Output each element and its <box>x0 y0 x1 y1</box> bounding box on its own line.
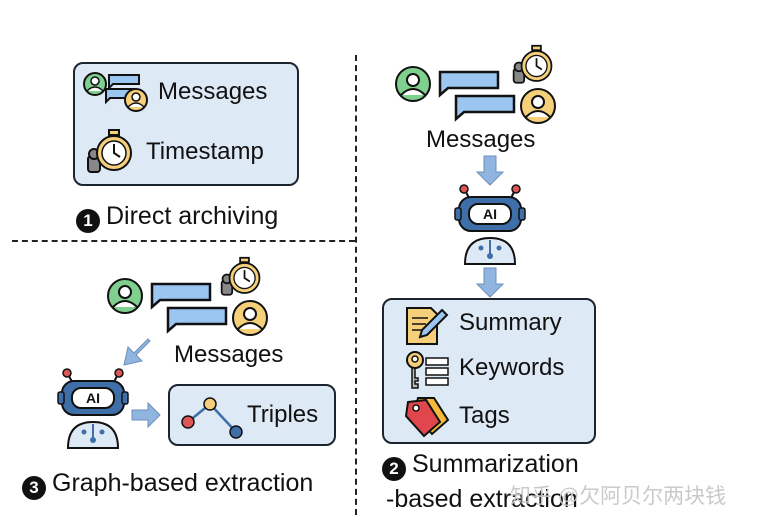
messages-icon <box>107 278 268 336</box>
chat-bubbles-icon <box>438 70 516 122</box>
watermark: 知乎 @欠阿贝尔两块钱 <box>510 485 727 508</box>
svg-text:AI: AI <box>483 206 497 222</box>
svg-text:AI: AI <box>86 390 100 406</box>
ai-robot-icon: AI <box>454 184 526 265</box>
messages-label: Messages <box>174 341 284 368</box>
summarization-caption-line2: -based extraction <box>386 485 578 513</box>
stopwatch-icon <box>87 129 132 173</box>
summary-label: Summary <box>459 309 562 336</box>
user-green-icon <box>107 278 143 314</box>
horizontal-divider <box>12 240 355 242</box>
ai-robot-icon: AI <box>57 368 129 449</box>
arrow-icon <box>123 338 151 366</box>
keywords-label: Keywords <box>459 354 565 381</box>
vertical-divider <box>355 55 357 515</box>
step-number-badge: 1 <box>76 209 100 233</box>
arrow-icon <box>131 401 161 429</box>
user-green-icon <box>395 66 431 102</box>
chat-bubbles-icon <box>150 282 228 334</box>
stopwatch-icon <box>220 256 261 296</box>
user-green-icon <box>83 72 107 96</box>
tags-label: Tags <box>459 402 510 429</box>
timestamp-label: Timestamp <box>146 138 264 165</box>
messages-label: Messages <box>158 78 268 105</box>
arrow-icon <box>475 267 505 298</box>
user-yellow-icon <box>520 88 556 124</box>
triples-label: Triples <box>247 401 319 428</box>
note-pencil-icon <box>406 307 449 345</box>
step-number-badge: 2 <box>382 457 406 481</box>
messages-icon <box>83 72 148 112</box>
user-yellow-icon <box>124 88 148 112</box>
user-yellow-icon <box>232 300 268 336</box>
stopwatch-icon <box>512 44 553 84</box>
key-list-icon <box>406 351 449 389</box>
tags-icon <box>404 397 450 438</box>
messages-icon <box>395 66 556 124</box>
arrow-icon <box>475 155 505 186</box>
messages-label: Messages <box>426 126 536 153</box>
step-number-badge: 3 <box>22 476 46 500</box>
graph-nodes-icon <box>181 397 243 439</box>
